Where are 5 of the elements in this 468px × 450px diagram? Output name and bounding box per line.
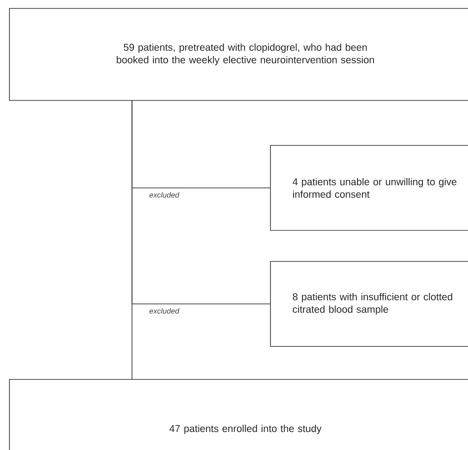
flow-box: 47 patients enrolled into the study [9,379,468,450]
flow-box: 4 patients unable or unwilling to give informed consent [270,145,468,231]
flow-box: 59 patients, pretreated with clopidogrel, who had been booked into the weekly elective neurointervention session [9,8,468,101]
connector-line [132,100,270,304]
flow-box: 8 patients with insufficient or clotted citrated blood sample [270,261,468,347]
